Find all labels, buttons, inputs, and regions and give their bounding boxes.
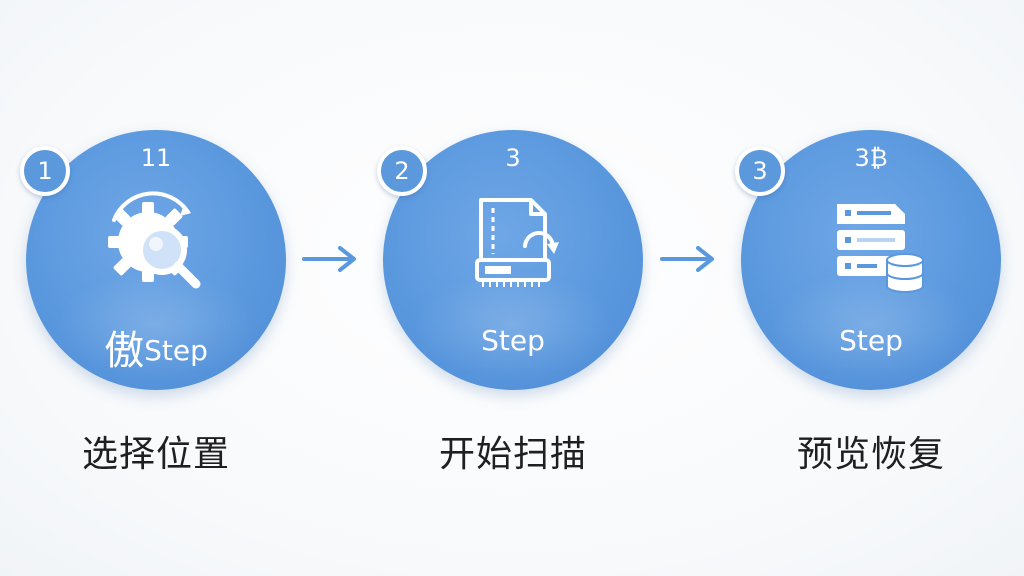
step-1: 11 傲Step 1 选择位置 [16, 0, 296, 576]
step-1-number-badge: 1 [20, 146, 70, 196]
step-1-top-number: 11 [140, 144, 172, 172]
arrow-right-icon [302, 246, 356, 272]
step-1-circle [26, 130, 286, 390]
step-1-label: 傲Step [16, 318, 296, 376]
step-2: 3 Step 2 开始扫描 [373, 0, 653, 576]
arrow-right-icon [660, 246, 714, 272]
step-2-label: Step [373, 318, 653, 364]
step-3-top-number: 3₿ [854, 144, 888, 172]
step-3-caption: 预览恢复 [796, 434, 945, 475]
drive-scan-icon [475, 198, 559, 287]
step-1-label-prefix: 傲 [104, 328, 145, 374]
step-2-label-text: Step [481, 324, 545, 357]
step-2-number-badge: 2 [377, 146, 427, 196]
step-3: 3₿ Step 3 预览恢复 [731, 0, 1011, 576]
server-database-icon [837, 204, 924, 293]
step-2-caption: 开始扫描 [438, 434, 587, 475]
step-3-label-text: Step [839, 324, 903, 357]
step-3-number-badge: 3 [735, 146, 785, 196]
step-1-caption: 选择位置 [81, 434, 230, 475]
step-3-label: Step [731, 318, 1011, 364]
step-1-label-text: Step [144, 334, 208, 367]
step-2-top-number: 3 [505, 144, 521, 172]
gear-magnifier-icon [108, 191, 201, 289]
